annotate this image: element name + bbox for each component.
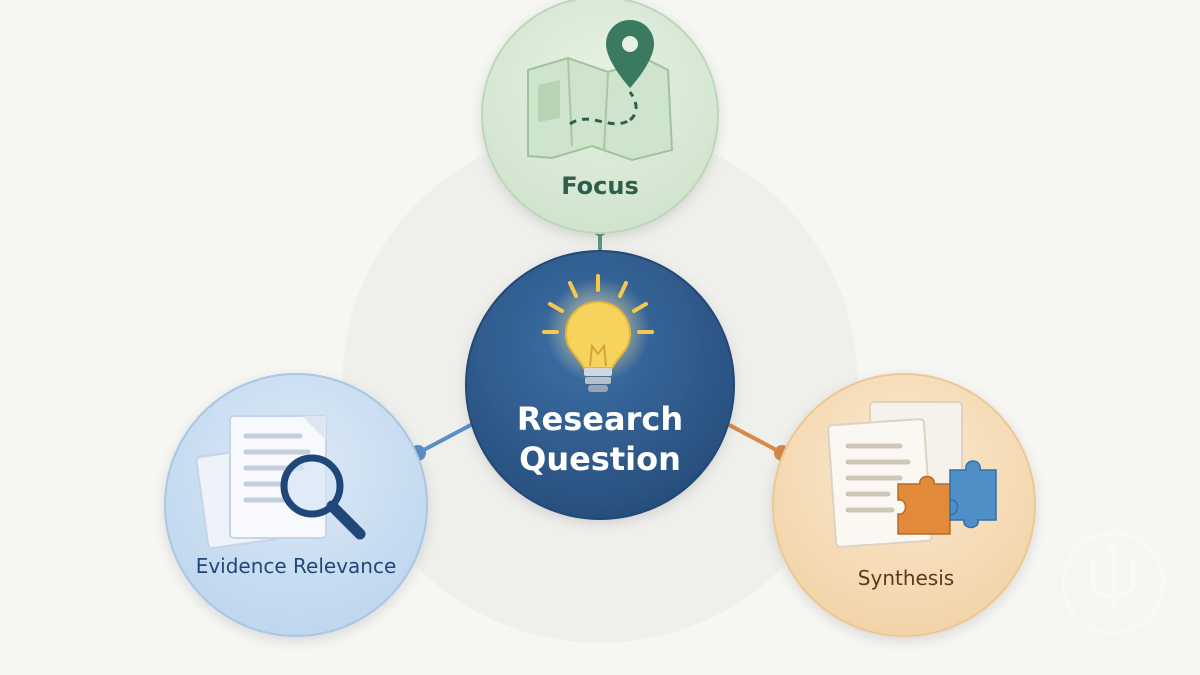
node-evidence: Evidence Relevance [164, 373, 428, 637]
puzzle-documents-icon [827, 401, 997, 548]
lightbulb-icon [542, 274, 654, 392]
evidence-label: Evidence Relevance [196, 554, 397, 578]
node-focus: Focus [481, 0, 719, 234]
magnifier-documents-icon [195, 415, 366, 550]
map-pin-icon [527, 20, 674, 162]
node-synthesis: Synthesis [772, 373, 1036, 637]
synthesis-label: Synthesis [858, 566, 954, 590]
logo-watermark-icon [1061, 531, 1165, 635]
focus-label: Focus [561, 172, 639, 200]
center-label-line1: Research [517, 400, 683, 438]
node-research-question: Research Question [465, 250, 735, 520]
center-label-line2: Question [519, 440, 681, 478]
